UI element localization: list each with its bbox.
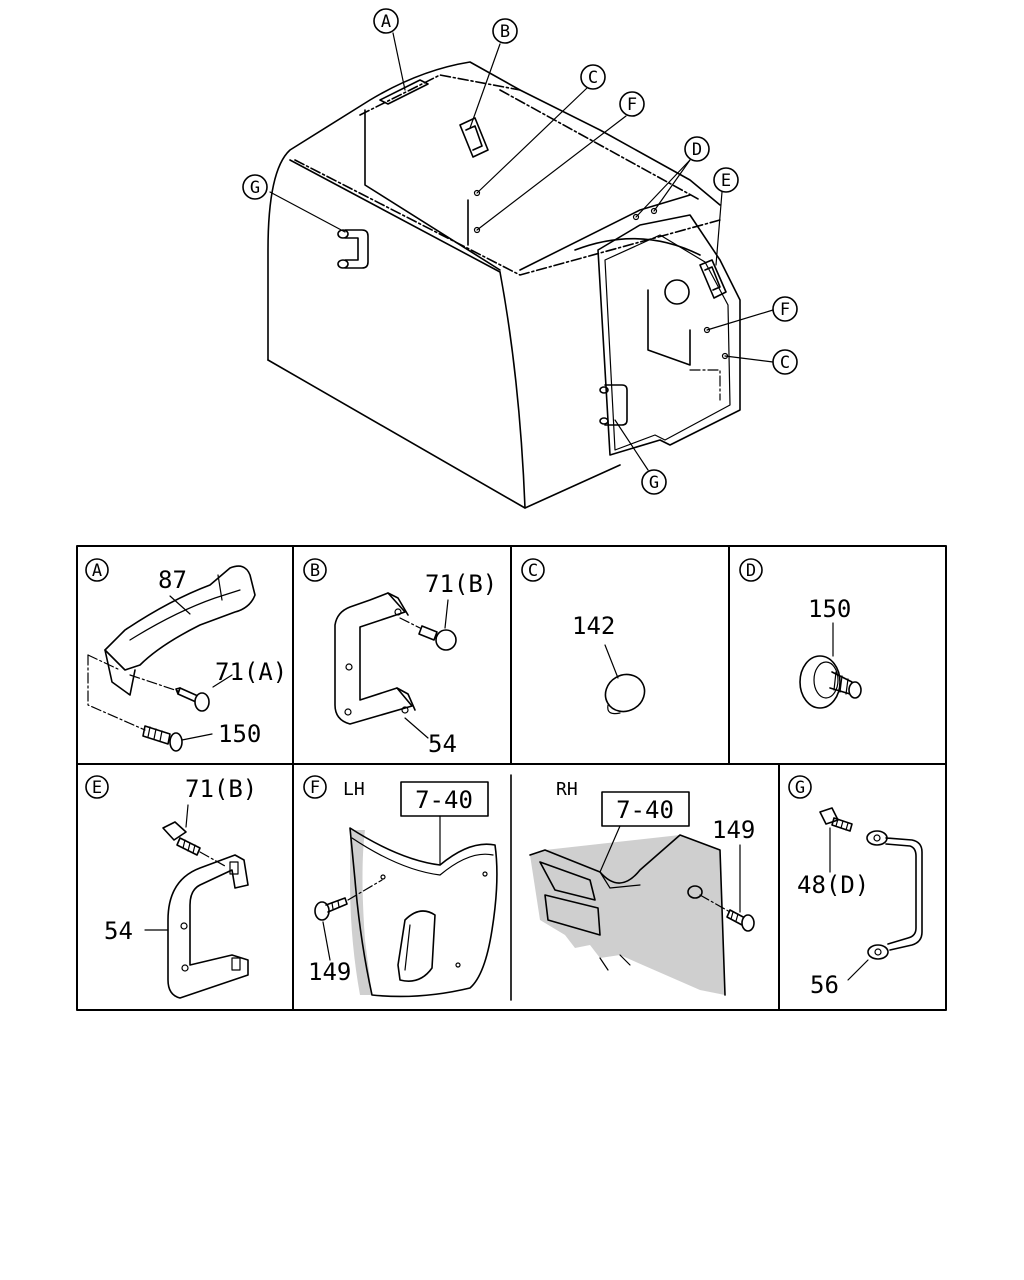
svg-text:F: F xyxy=(310,778,320,798)
svg-text:7-40: 7-40 xyxy=(616,796,674,824)
svg-text:E: E xyxy=(92,778,102,798)
callout-G-left: G xyxy=(242,174,268,200)
grip-handle-87 xyxy=(104,565,256,671)
trim-panel-lh xyxy=(349,827,498,998)
ref-box-lh: 7-40 xyxy=(400,781,489,817)
svg-text:71(A): 71(A) xyxy=(215,658,287,686)
handle-54-E xyxy=(167,854,249,999)
trim-panel-rh xyxy=(529,834,726,996)
callout-B-top: B xyxy=(492,18,518,44)
bolt-48D xyxy=(819,807,853,832)
callout-A-top: A xyxy=(373,8,399,34)
bolt-71A xyxy=(129,674,210,712)
detail-grid xyxy=(76,545,947,1011)
svg-text:B: B xyxy=(310,561,320,581)
svg-text:71(B): 71(B) xyxy=(425,570,497,598)
svg-text:B: B xyxy=(500,22,510,42)
panel-F: F LH RH 7-40 149 xyxy=(303,775,755,998)
ref-box-rh: 7-40 xyxy=(601,791,690,827)
callout-C-top: C xyxy=(580,64,606,90)
bolt-71B-B xyxy=(399,617,457,651)
svg-text:F: F xyxy=(780,300,790,320)
cab-assembly xyxy=(267,61,741,509)
svg-text:142: 142 xyxy=(572,612,615,640)
svg-text:54: 54 xyxy=(428,730,457,758)
svg-text:150: 150 xyxy=(218,720,261,748)
svg-text:G: G xyxy=(795,778,805,798)
panel-D: D 150 xyxy=(739,558,862,709)
strap-56 xyxy=(866,830,923,960)
handle-54-B xyxy=(334,592,416,725)
screw-150-A xyxy=(142,725,183,752)
svg-text:RH: RH xyxy=(556,779,578,800)
svg-text:54: 54 xyxy=(104,917,133,945)
panel-B: B 71(B) 54 xyxy=(303,558,497,758)
svg-text:149: 149 xyxy=(712,816,755,844)
svg-text:A: A xyxy=(381,12,391,32)
svg-text:7-40: 7-40 xyxy=(415,786,473,814)
clip-150-D xyxy=(799,655,862,709)
panel-E: E 71(B) 54 xyxy=(85,775,257,999)
screw-149-lh xyxy=(314,879,383,921)
bolt-71B-E xyxy=(162,821,226,867)
panel-A: A 87 71(A) 150 xyxy=(85,558,287,752)
callout-F-top: F xyxy=(619,91,645,117)
plug-142 xyxy=(604,673,646,715)
svg-text:87: 87 xyxy=(158,566,187,594)
screw-149-rh xyxy=(699,894,755,932)
panel-G: G 48(D) 56 xyxy=(788,775,923,999)
svg-text:48(D): 48(D) xyxy=(797,871,869,899)
svg-text:C: C xyxy=(588,68,598,88)
callout-D-top: D xyxy=(684,136,710,162)
svg-text:LH: LH xyxy=(343,779,365,800)
svg-text:A: A xyxy=(92,561,102,581)
callout-C-right: C xyxy=(772,349,798,375)
svg-text:56: 56 xyxy=(810,971,839,999)
callout-leaders xyxy=(269,32,774,471)
svg-text:G: G xyxy=(649,473,659,493)
svg-text:149: 149 xyxy=(308,958,351,986)
svg-text:D: D xyxy=(692,140,702,160)
callout-G-bottom: G xyxy=(641,469,667,495)
svg-text:E: E xyxy=(721,171,731,191)
svg-text:F: F xyxy=(627,95,637,115)
callout-E-top: E xyxy=(713,167,739,193)
svg-text:G: G xyxy=(250,178,260,198)
panel-C: C 142 xyxy=(521,558,646,715)
svg-text:150: 150 xyxy=(808,595,851,623)
svg-text:D: D xyxy=(746,561,756,581)
svg-text:C: C xyxy=(780,353,790,373)
svg-text:71(B): 71(B) xyxy=(185,775,257,803)
callout-F-right: F xyxy=(772,296,798,322)
svg-text:C: C xyxy=(528,561,538,581)
